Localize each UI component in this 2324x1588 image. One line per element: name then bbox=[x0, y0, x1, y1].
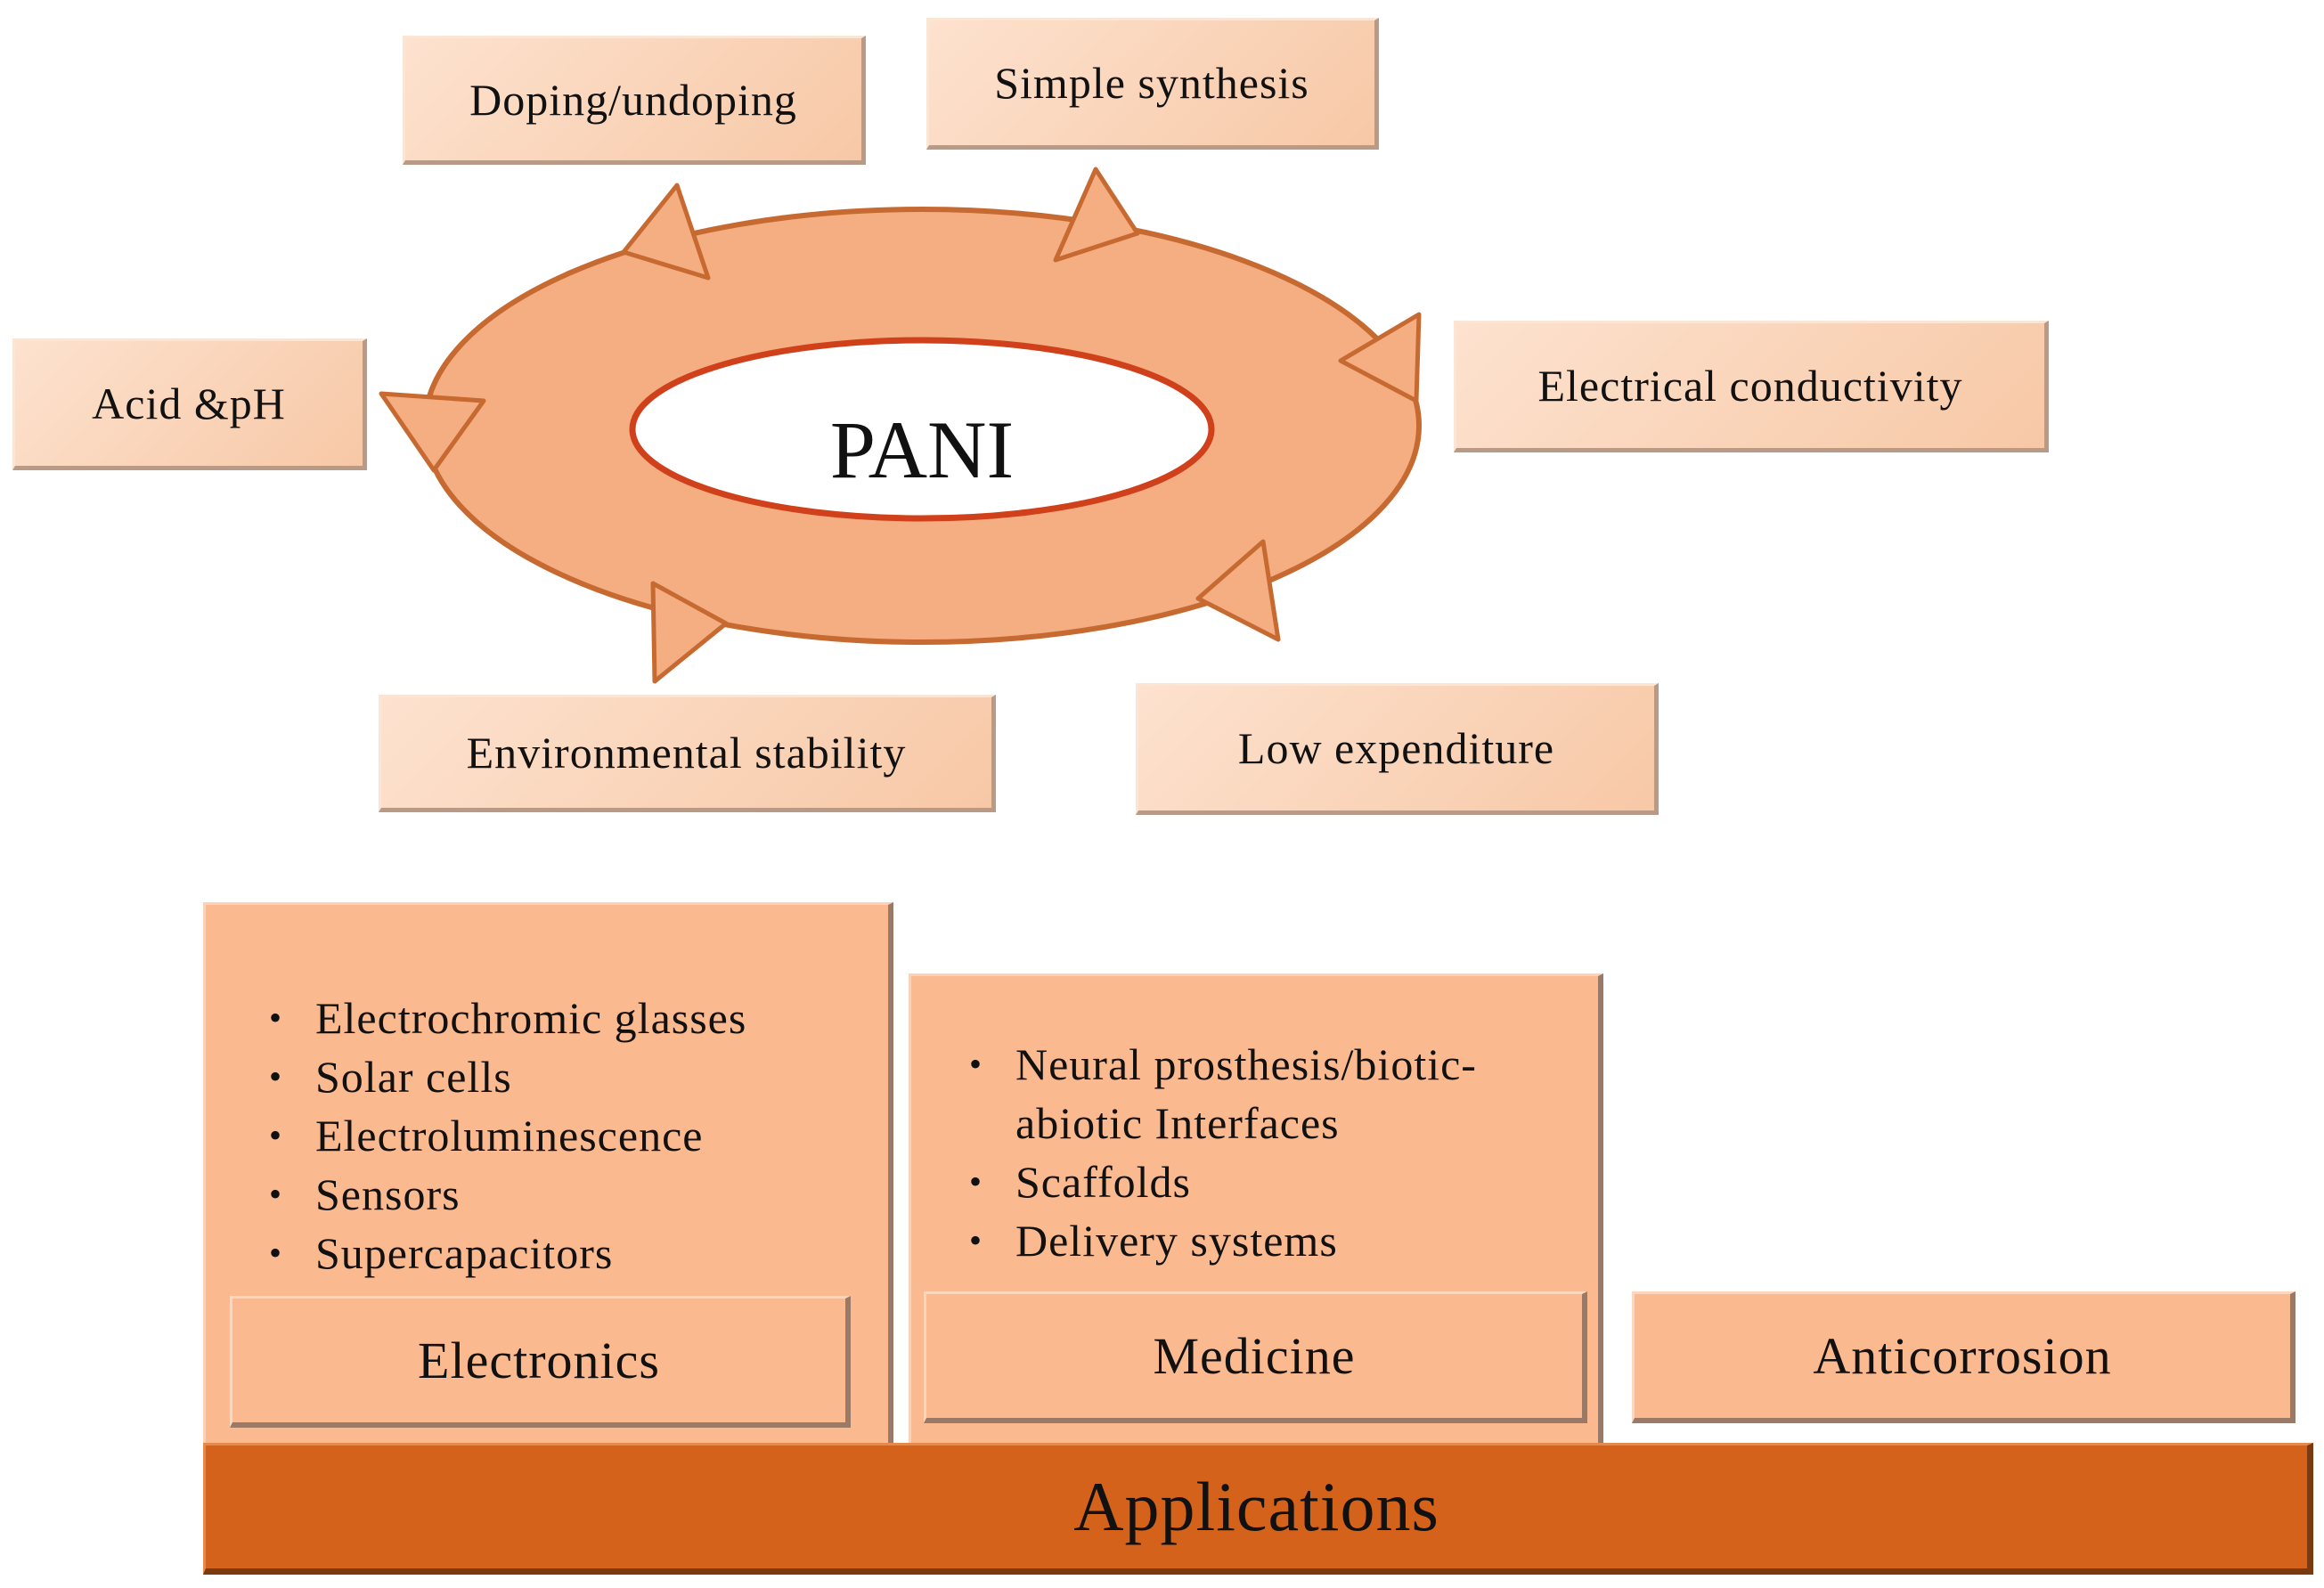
list-item: Scaffolds bbox=[969, 1152, 1548, 1211]
list-item: Electroluminescence bbox=[269, 1106, 857, 1165]
medicine-list: Neural prosthesis/biotic-abiotic Interfa… bbox=[969, 1035, 1548, 1270]
arrowhead-conductivity bbox=[1338, 312, 1422, 403]
arrowhead-doping bbox=[621, 183, 711, 281]
list-item: Neural prosthesis/biotic-abiotic Interfa… bbox=[969, 1035, 1548, 1152]
arrowhead-expenditure bbox=[1195, 539, 1281, 642]
property-conductivity: Electrical conductivity bbox=[1454, 321, 2049, 452]
applications-bar: Applications bbox=[203, 1443, 2313, 1575]
anticorrosion-label: Anticorrosion bbox=[1632, 1291, 2295, 1423]
arrowhead-acid bbox=[379, 391, 486, 473]
list-item: Electrochromic glasses bbox=[269, 989, 857, 1047]
list-item: Solar cells bbox=[269, 1047, 857, 1106]
list-item: Supercapacitors bbox=[269, 1224, 857, 1283]
property-acid: Acid &pH bbox=[12, 338, 367, 470]
medicine-label: Medicine bbox=[924, 1291, 1587, 1423]
property-doping: Doping/undoping bbox=[403, 36, 866, 165]
center-label: PANI bbox=[829, 404, 1015, 495]
arrowhead-synthesis bbox=[1053, 167, 1140, 263]
list-item: Sensors bbox=[269, 1165, 857, 1224]
property-synthesis: Simple synthesis bbox=[926, 18, 1379, 150]
property-stability: Environmental stability bbox=[379, 695, 996, 812]
arrowhead-stability bbox=[650, 581, 729, 684]
inner-ellipse bbox=[629, 337, 1215, 522]
list-item: Delivery systems bbox=[969, 1211, 1548, 1270]
electronics-list: Electrochromic glasses Solar cells Elect… bbox=[269, 989, 857, 1283]
property-expenditure: Low expenditure bbox=[1136, 683, 1659, 815]
electronics-label: Electronics bbox=[230, 1296, 851, 1428]
